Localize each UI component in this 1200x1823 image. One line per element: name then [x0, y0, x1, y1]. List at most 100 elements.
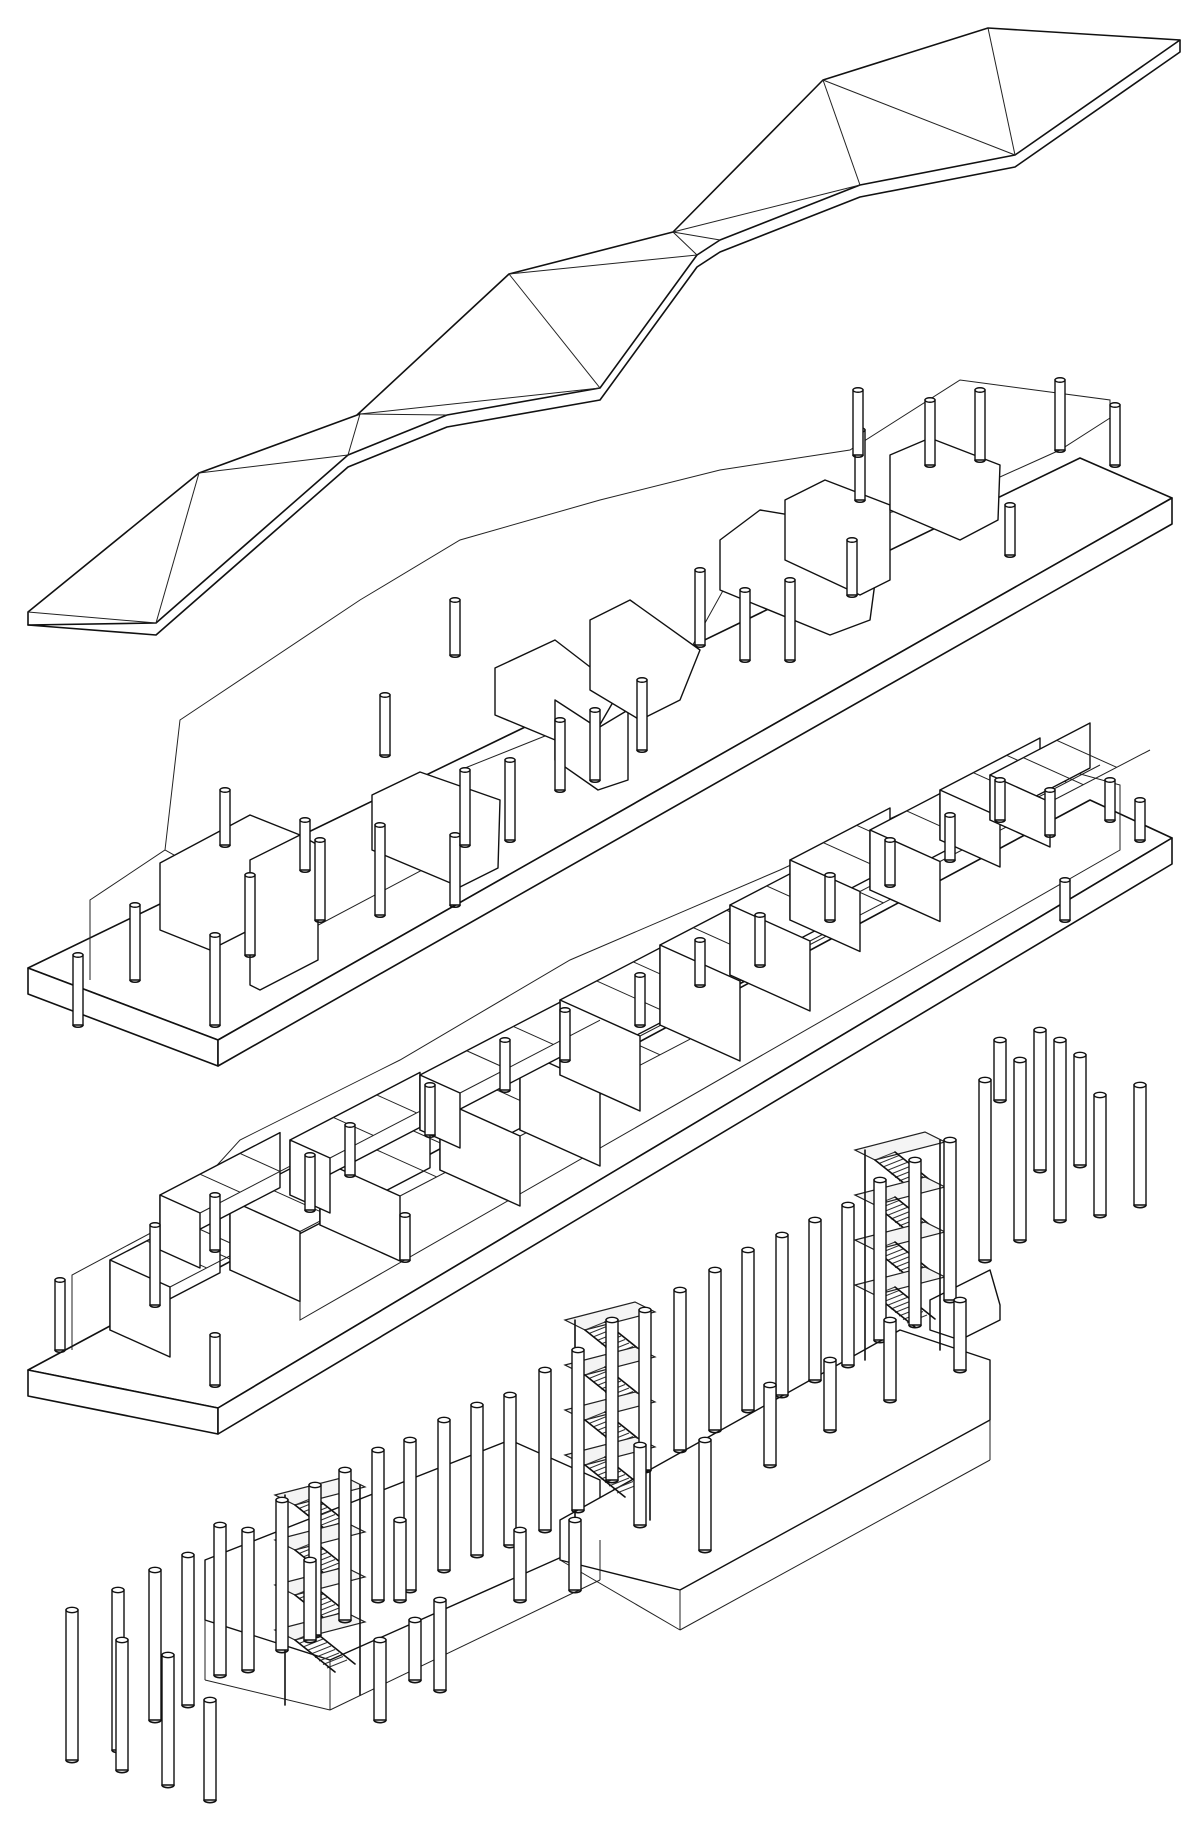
ground-column [66, 1607, 78, 1762]
upper-floor-layer [28, 378, 1172, 1066]
main-column [210, 1193, 220, 1253]
ground-column [994, 1037, 1006, 1102]
ground-column [809, 1217, 821, 1382]
ground-column [842, 1202, 854, 1367]
upper-column [130, 903, 140, 983]
ground-column [674, 1287, 686, 1452]
main-floor-layer [28, 723, 1172, 1434]
main-column [885, 838, 895, 888]
main-column [1045, 788, 1055, 838]
main-column [825, 873, 835, 923]
ground-column [504, 1392, 516, 1547]
ground-column [742, 1247, 754, 1412]
main-column [500, 1038, 510, 1093]
ground-column [394, 1517, 406, 1602]
roof-layer [28, 28, 1180, 635]
ground-columns [66, 1027, 1146, 1802]
upper-floor-columns [73, 378, 1120, 1028]
ground-column [824, 1357, 836, 1432]
ground-column [874, 1177, 886, 1342]
ground-column [1074, 1052, 1086, 1167]
upper-column [300, 818, 310, 873]
upper-column [220, 788, 230, 848]
ground-column [514, 1527, 526, 1602]
main-column [635, 973, 645, 1028]
main-column [945, 813, 955, 863]
upper-column [505, 758, 515, 843]
upper-column [1110, 403, 1120, 468]
ground-column [204, 1697, 216, 1802]
ground-column [639, 1307, 651, 1472]
upper-column [695, 568, 705, 648]
ground-column [404, 1437, 416, 1592]
room-bay [660, 893, 840, 1061]
ground-column [569, 1517, 581, 1592]
ground-column [182, 1552, 194, 1707]
upper-column [375, 823, 385, 918]
main-column [995, 778, 1005, 823]
main-column [305, 1153, 315, 1213]
upper-column [975, 388, 985, 463]
roof-fold-lines [28, 28, 1015, 623]
main-column [150, 1223, 160, 1308]
ground-column [471, 1402, 483, 1557]
upper-column [210, 933, 220, 1028]
upper-column [637, 678, 647, 753]
upper-column [315, 838, 325, 923]
upper-column [380, 693, 390, 758]
main-slab-front [218, 838, 1172, 1434]
ground-column [374, 1637, 386, 1722]
ground-column [409, 1617, 421, 1682]
ground-column [909, 1157, 921, 1327]
ground-column [572, 1347, 584, 1512]
main-column [55, 1278, 65, 1353]
ground-column [1014, 1057, 1026, 1242]
upper-column [740, 588, 750, 663]
upper-column [590, 708, 600, 783]
roof-fascia [28, 40, 1180, 635]
ground-column [979, 1077, 991, 1262]
upper-column [73, 953, 83, 1028]
upper-column [925, 398, 935, 468]
main-column [400, 1213, 410, 1263]
upper-column [555, 718, 565, 793]
upper-column [450, 833, 460, 908]
ground-column [776, 1232, 788, 1397]
ground-column [1054, 1037, 1066, 1222]
ground-column [434, 1597, 446, 1692]
ground-column [944, 1137, 956, 1302]
ground-column [606, 1317, 618, 1482]
main-column [210, 1333, 220, 1388]
upper-column [460, 768, 470, 848]
ground-column [884, 1317, 896, 1402]
ground-structure-layer [66, 1027, 1146, 1802]
ground-column [116, 1637, 128, 1772]
main-column [560, 1008, 570, 1063]
ground-column [1034, 1027, 1046, 1172]
main-column [755, 913, 765, 968]
ground-column [634, 1442, 646, 1527]
main-column [425, 1083, 435, 1138]
main-column [1135, 798, 1145, 843]
upper-column [785, 578, 795, 663]
ground-column [276, 1497, 288, 1652]
ground-column [162, 1652, 174, 1787]
main-floor-columns [55, 778, 1145, 1388]
ground-column [709, 1267, 721, 1432]
ground-column [149, 1567, 161, 1722]
upper-column [853, 388, 863, 458]
upper-column [245, 873, 255, 958]
main-column [695, 938, 705, 988]
upper-column [450, 598, 460, 658]
ground-column [372, 1447, 384, 1602]
upper-slab-front [218, 498, 1172, 1066]
ground-column [764, 1382, 776, 1467]
ground-column [304, 1557, 316, 1642]
upper-column [847, 538, 857, 598]
ground-column [699, 1437, 711, 1552]
ground-column [214, 1522, 226, 1677]
ground-column [339, 1467, 351, 1622]
ground-column [1094, 1092, 1106, 1217]
ground-column [954, 1297, 966, 1372]
